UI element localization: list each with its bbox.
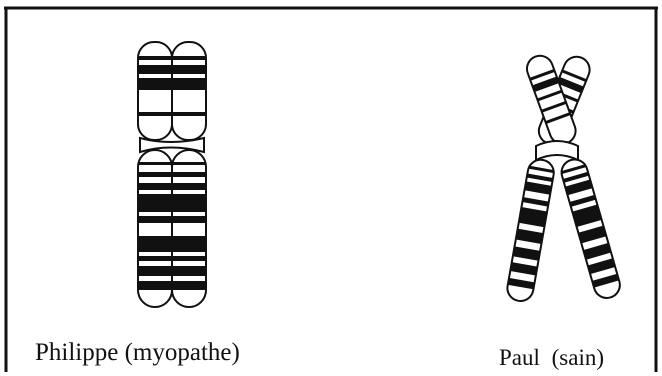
chromosome-philippe bbox=[138, 42, 206, 307]
caption-philippe: Philippe (myopathe) bbox=[35, 340, 240, 365]
caption-paul: Paul (sain) bbox=[499, 346, 604, 369]
chromosome-paul bbox=[505, 52, 623, 303]
centromere-right bbox=[536, 141, 578, 160]
